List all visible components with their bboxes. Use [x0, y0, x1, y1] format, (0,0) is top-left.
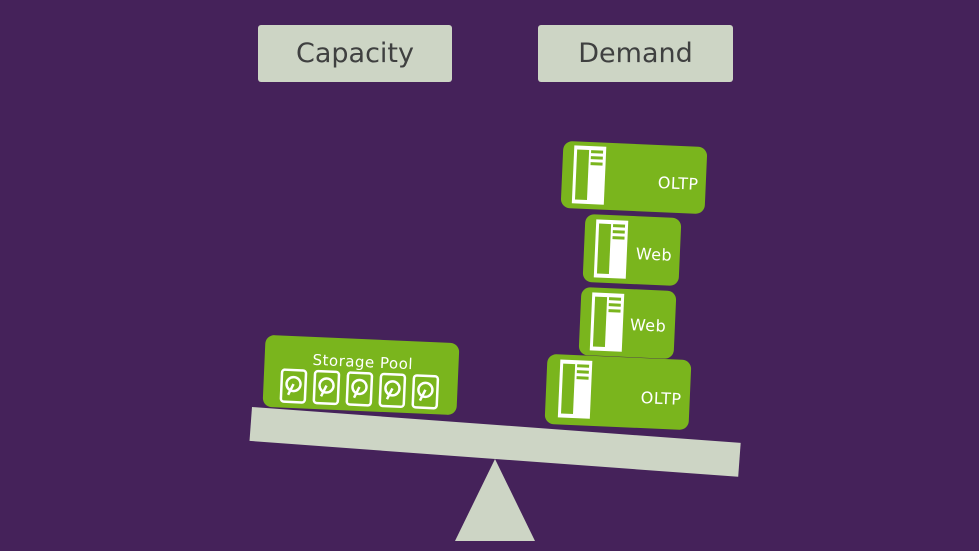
workload-block-oltp-top: OLTP	[560, 140, 708, 215]
balance-fulcrum	[455, 459, 535, 541]
hard-drive-icon	[411, 374, 440, 410]
storage-pool-block: Storage Pool	[262, 334, 460, 416]
demand-label: Demand	[538, 25, 733, 82]
workload-block-oltp-bottom: OLTP	[544, 353, 692, 431]
workload-block-web-top: Web	[582, 213, 682, 287]
server-icon	[593, 219, 629, 279]
hard-drive-icon	[312, 369, 341, 406]
workload-block-web-bottom: Web	[578, 286, 677, 360]
workload-label: Web	[629, 315, 667, 336]
hard-drive-icon	[378, 372, 407, 409]
hard-drive-icon	[345, 371, 374, 407]
capacity-label: Capacity	[258, 25, 452, 82]
server-icon	[557, 359, 593, 419]
hard-drive-icon	[279, 368, 308, 404]
demand-label-text: Demand	[578, 38, 693, 69]
server-icon	[589, 292, 625, 352]
capacity-label-text: Capacity	[296, 38, 414, 69]
workload-label: OLTP	[657, 173, 699, 194]
server-icon	[571, 145, 607, 205]
workload-label: Web	[635, 244, 673, 265]
workload-label: OLTP	[640, 388, 682, 409]
